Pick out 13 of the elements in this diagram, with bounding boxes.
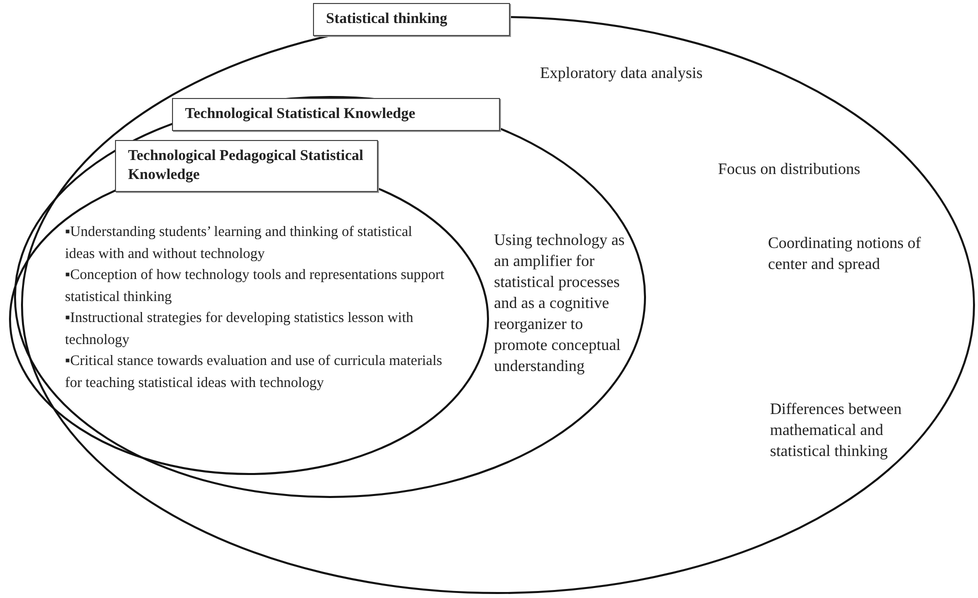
heading-label: Technological Statistical Knowledge — [172, 98, 500, 131]
bullet-item: ▪Instructional strategies for developing statistics lesson with technology — [65, 309, 414, 350]
text-label: Using technology as an amplifier for statistical processes and as a cognitive reorganizer to promote conceptual understanding — [494, 231, 626, 377]
text-label: Differences between mathematical and statistical thinking — [770, 400, 903, 462]
text-label: Exploratory data analysis — [540, 64, 704, 84]
heading-label: Technological Pedagogical Statistical Knowledge — [115, 140, 378, 192]
bullet-item: ▪Critical stance towards evaluation and use of curricula materials for teaching statistical ideas with technology — [65, 352, 444, 392]
bullet-item: ▪Conception of how technology tools and representations support statistical thinking — [65, 266, 445, 306]
text-label: Coordinating notions of center and spread — [768, 234, 922, 275]
bullet-item: ▪Understanding students’ learning and thinking of statistical ideas with and without technology — [65, 223, 414, 264]
text-label: Focus on distributions — [718, 160, 862, 180]
heading-label: Statistical thinking — [313, 3, 510, 36]
ellipse-region — [8, 140, 490, 476]
